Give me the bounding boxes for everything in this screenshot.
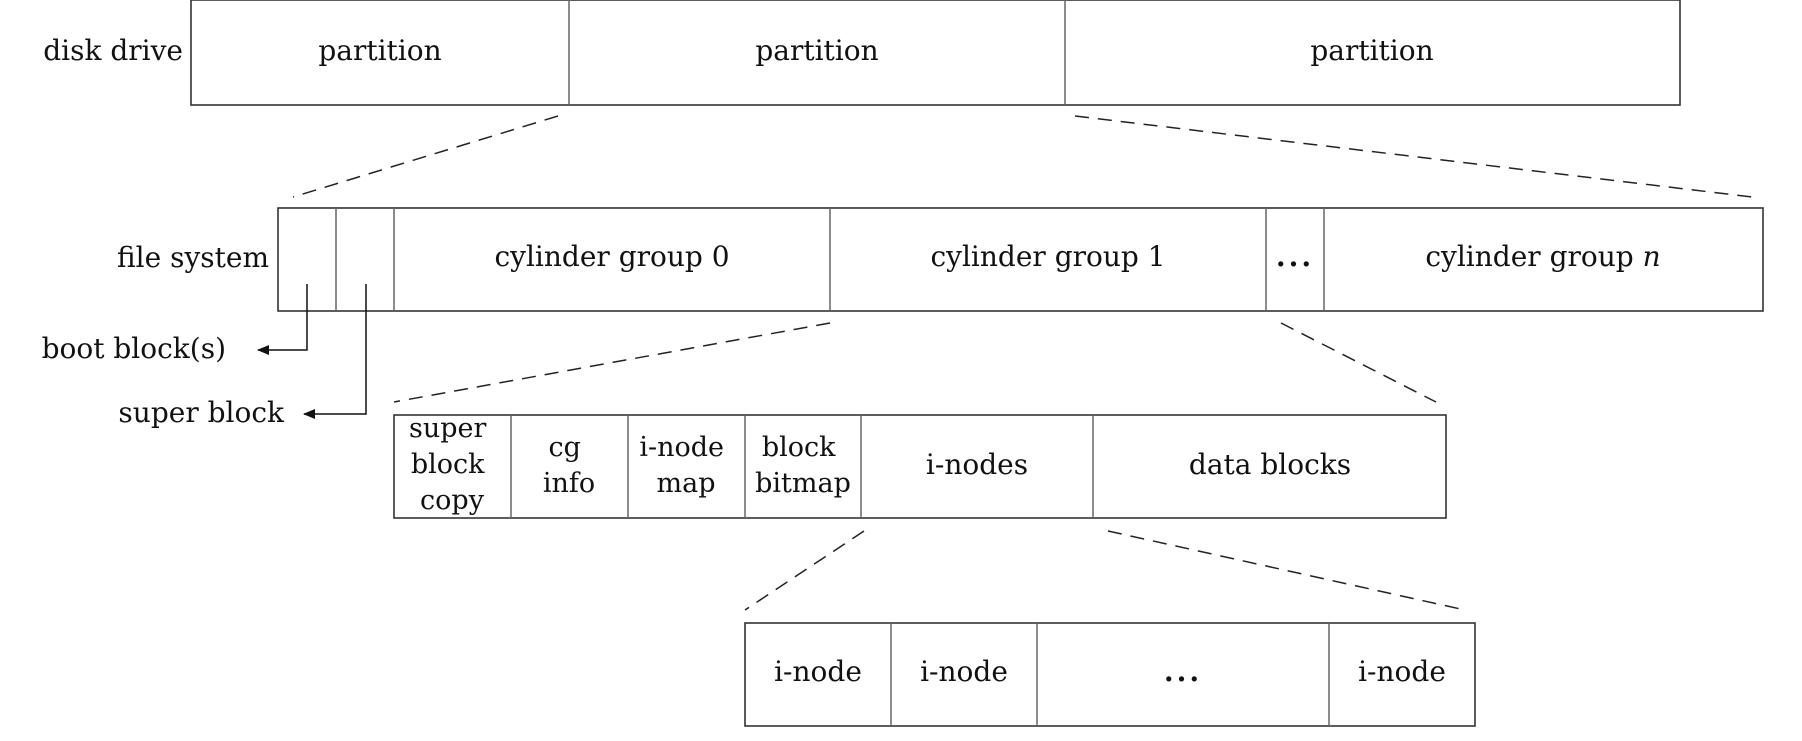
partition-label: partition — [755, 34, 878, 67]
cylinder-group-box — [393, 414, 1447, 519]
boot-block-arrow — [257, 284, 308, 355]
inodes-label: i-nodes — [926, 448, 1028, 481]
disk-drive-label: disk drive — [43, 34, 183, 67]
expansion-line — [393, 322, 831, 403]
ellipsis-label: ... — [1164, 655, 1202, 688]
expansion-line — [292, 115, 559, 198]
expansion-line — [1280, 322, 1437, 403]
expansion-line — [744, 530, 865, 611]
ellipsis-label: ... — [1276, 240, 1314, 273]
cylinder-group-row: super block copy cg info i-node map bloc… — [393, 413, 1447, 519]
inode-list-box — [744, 622, 1476, 727]
data-blocks-label: data blocks — [1189, 448, 1351, 481]
cylinder-group-label: cylinder group n — [1425, 240, 1660, 273]
inode-label: i-node — [920, 655, 1008, 688]
disk-drive-box — [190, 0, 1681, 106]
inode-label: i-node — [1358, 655, 1446, 688]
inode-label: i-node — [774, 655, 862, 688]
file-system-label: file system — [117, 241, 269, 274]
cylinder-group-label: cylinder group 0 — [494, 240, 729, 273]
file-system-row: file system cylinder group 0 cylinder gr… — [42, 207, 1764, 429]
super-block-label: super block — [118, 396, 285, 429]
partition-label: partition — [1310, 34, 1433, 67]
block-bitmap-label: block bitmap — [755, 432, 851, 499]
partition-label: partition — [318, 34, 441, 67]
cylinder-group-label: cylinder group 1 — [930, 240, 1165, 273]
super-block-arrow — [303, 284, 367, 419]
inode-map-label: i-node map — [639, 432, 732, 499]
super-block-copy-label: super block copy — [409, 413, 495, 516]
file-system-box — [277, 207, 1764, 312]
expansion-line — [1107, 530, 1466, 611]
cg-info-label: cg info — [543, 432, 595, 499]
expansion-line — [1074, 115, 1753, 198]
boot-block-label: boot block(s) — [42, 332, 226, 365]
inode-list-row: i-node i-node ... i-node — [744, 622, 1476, 727]
disk-drive-row: disk drive partition partition partition — [43, 0, 1681, 106]
